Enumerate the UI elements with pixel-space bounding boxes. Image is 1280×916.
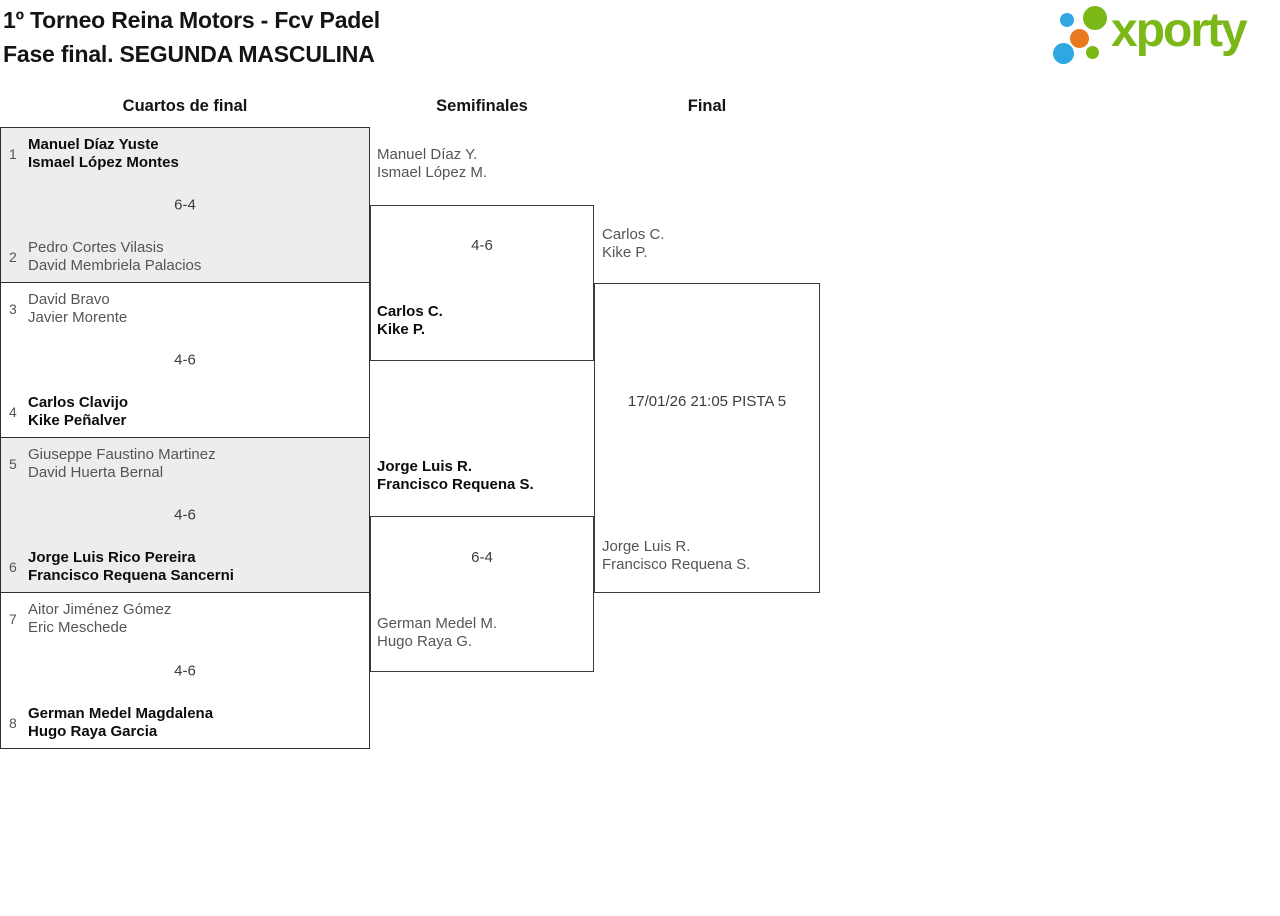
phase-name: Fase final. SEGUNDA MASCULINA (3, 41, 375, 67)
logo-dot-blue-big-icon (1053, 43, 1074, 64)
match-score: 4-6 (174, 351, 196, 369)
seed-number: 6 (9, 558, 17, 575)
team-name: Jorge Luis R. Francisco Requena S. (602, 538, 751, 573)
quarterfinal-match-1[interactable]: 1 Manuel Díaz Yuste Ismael López Montes … (1, 128, 369, 283)
match-score: 6-4 (174, 196, 196, 214)
team-name: German Medel M. Hugo Raya G. (377, 615, 498, 650)
semifinal-match-1-box[interactable] (370, 205, 594, 361)
xporty-logo[interactable]: xporty (1045, 0, 1280, 72)
team-name: Carlos C. Kike P. (377, 303, 443, 338)
logo-wordmark: xporty (1111, 4, 1248, 57)
semifinal-match-2-box[interactable] (370, 516, 594, 672)
team-name: Manuel Díaz Yuste Ismael López Montes (28, 136, 179, 171)
match-score: 4-6 (471, 237, 493, 254)
quarterfinals-column: 1 Manuel Díaz Yuste Ismael López Montes … (0, 127, 370, 749)
match-score: 6-4 (471, 549, 493, 566)
team-name: German Medel Magdalena Hugo Raya Garcia (28, 705, 214, 740)
round-header-semifinales: Semifinales (436, 97, 528, 115)
match-score: 4-6 (174, 506, 196, 524)
team-name: Jorge Luis Rico Pereira Francisco Requen… (28, 549, 234, 584)
team-name: Giuseppe Faustino Martinez David Huerta … (28, 446, 216, 481)
round-header-cuartos: Cuartos de final (122, 97, 248, 115)
seed-number: 7 (9, 610, 17, 627)
team-name: Aitor Jiménez Gómez Eric Meschede (28, 601, 172, 636)
team-name: Pedro Cortes Vilasis David Membriela Pal… (28, 239, 202, 274)
logo-dot-blue-small-icon (1060, 13, 1074, 27)
quarterfinal-match-2[interactable]: 3 David Bravo Javier Morente 4-6 4 Carlo… (1, 283, 369, 438)
team-name: Manuel Díaz Y. Ismael López M. (377, 146, 488, 181)
final-schedule: 17/01/26 21:05 PISTA 5 (627, 393, 787, 410)
seed-number: 1 (9, 145, 17, 162)
seed-number: 8 (9, 714, 17, 731)
match-score: 4-6 (174, 662, 196, 679)
page-title: 1º Torneo Reina Motors - Fcv Padel Fase … (3, 3, 380, 71)
round-header-final: Final (687, 97, 727, 115)
quarterfinal-match-4[interactable]: 7 Aitor Jiménez Gómez Eric Meschede 4-6 … (1, 593, 369, 748)
final-match-box[interactable] (594, 283, 820, 593)
seed-number: 2 (9, 248, 17, 265)
seed-number: 3 (9, 300, 17, 317)
logo-dot-green-big-icon (1083, 6, 1107, 30)
tournament-name: 1º Torneo Reina Motors - Fcv Padel (3, 7, 380, 33)
team-name: Jorge Luis R. Francisco Requena S. (377, 458, 534, 493)
team-name: David Bravo Javier Morente (28, 291, 128, 326)
team-name: Carlos C. Kike P. (602, 226, 665, 261)
quarterfinal-match-3[interactable]: 5 Giuseppe Faustino Martinez David Huert… (1, 438, 369, 593)
seed-number: 5 (9, 455, 17, 472)
seed-number: 4 (9, 403, 17, 420)
logo-dot-green-small-icon (1086, 46, 1099, 59)
team-name: Carlos Clavijo Kike Peñalver (28, 394, 129, 429)
logo-dot-orange-icon (1070, 29, 1089, 48)
